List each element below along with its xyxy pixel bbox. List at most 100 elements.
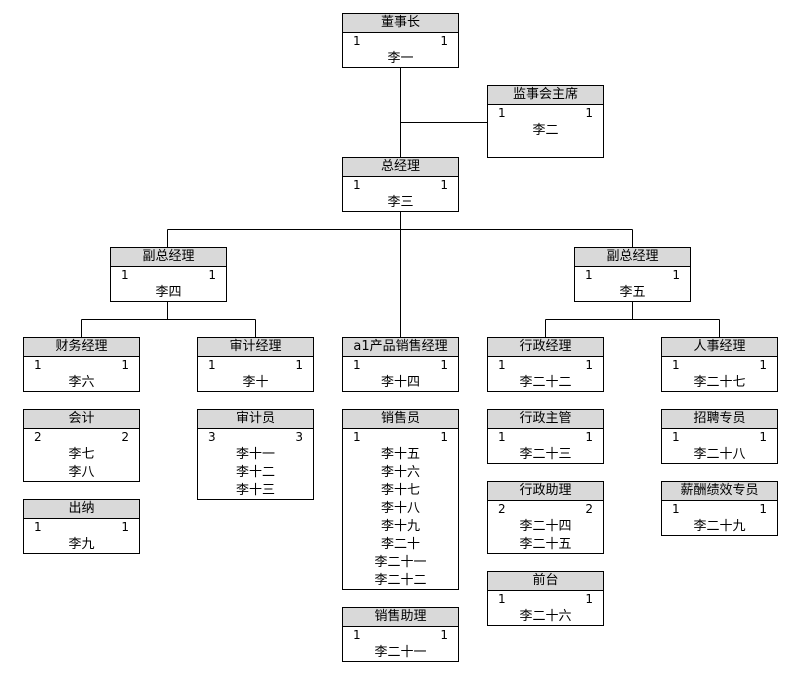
node-compensation-specialist[interactable]: 薪酬绩效专员 1 1 李二十九	[661, 481, 778, 536]
node-count-left: 1	[672, 502, 680, 516]
node-person: 李十二	[235, 465, 275, 480]
node-reception[interactable]: 前台 1 1 李二十六	[487, 571, 604, 626]
node-count-left: 1	[353, 34, 361, 48]
node-count-left: 2	[34, 430, 42, 444]
node-person: 李十八	[380, 501, 420, 516]
node-count-left: 1	[353, 178, 361, 192]
node-count-left: 1	[498, 430, 506, 444]
node-person: 李九	[68, 537, 95, 552]
node-count-left: 1	[208, 358, 216, 372]
node-count-right: 1	[585, 430, 593, 444]
node-person: 李二十二	[519, 375, 572, 390]
node-count-right: 1	[208, 268, 216, 282]
node-count-left: 1	[498, 592, 506, 606]
node-count-right: 1	[121, 358, 129, 372]
node-person: 李三	[387, 195, 414, 210]
node-count-left: 1	[353, 628, 361, 642]
node-admin-supervisor[interactable]: 行政主管 1 1 李二十三	[487, 409, 604, 464]
node-count-right: 1	[672, 268, 680, 282]
node-title: 行政助理	[488, 482, 603, 501]
node-title: 出纳	[24, 500, 139, 519]
node-person: 李二	[532, 123, 559, 138]
node-title: 销售员	[343, 410, 458, 429]
node-person: 李十七	[380, 483, 420, 498]
node-title: 副总经理	[111, 248, 226, 267]
node-count-left: 1	[672, 358, 680, 372]
node-title: 财务经理	[24, 338, 139, 357]
node-person: 李二十一	[374, 645, 427, 660]
node-count-right: 3	[295, 430, 303, 444]
node-person: 李十六	[380, 465, 420, 480]
node-gm[interactable]: 总经理 1 1 李三	[342, 157, 459, 212]
node-person: 李二十	[380, 537, 420, 552]
node-count-right: 2	[585, 502, 593, 516]
node-person: 李八	[68, 465, 95, 480]
node-person: 李一	[387, 51, 414, 66]
node-title: 审计员	[198, 410, 313, 429]
node-person: 李五	[619, 285, 646, 300]
node-count-left: 3	[208, 430, 216, 444]
node-person: 李七	[68, 447, 95, 462]
node-count-right: 1	[759, 502, 767, 516]
node-count-left: 1	[672, 430, 680, 444]
node-person: 李十四	[380, 375, 420, 390]
node-count-left: 1	[353, 430, 361, 444]
node-title: 行政经理	[488, 338, 603, 357]
node-dgm1[interactable]: 副总经理 1 1 李四	[110, 247, 227, 302]
node-title: 薪酬绩效专员	[662, 482, 777, 501]
node-count-left: 1	[34, 358, 42, 372]
node-chairman[interactable]: 董事长 1 1 李一	[342, 13, 459, 68]
node-count-left: 1	[34, 520, 42, 534]
node-title: 人事经理	[662, 338, 777, 357]
node-person: 李二十一	[374, 555, 427, 570]
node-title: 副总经理	[575, 248, 690, 267]
node-count-right: 1	[440, 430, 448, 444]
node-title: 前台	[488, 572, 603, 591]
node-person: 李十一	[235, 447, 275, 462]
node-count-left: 1	[498, 106, 506, 120]
node-title: 总经理	[343, 158, 458, 177]
node-person: 李二十三	[519, 447, 572, 462]
node-count-right: 1	[440, 358, 448, 372]
node-person: 李十	[242, 375, 269, 390]
node-title: 董事长	[343, 14, 458, 33]
node-count-left: 1	[353, 358, 361, 372]
node-count-right: 1	[440, 628, 448, 642]
node-title: 招聘专员	[662, 410, 777, 429]
node-title: 行政主管	[488, 410, 603, 429]
node-person: 李四	[155, 285, 182, 300]
node-person: 李十三	[235, 483, 275, 498]
node-count-left: 1	[498, 358, 506, 372]
node-auditor[interactable]: 审计员 3 3 李十一 李十二 李十三	[197, 409, 314, 500]
node-count-right: 1	[440, 34, 448, 48]
node-admin-manager[interactable]: 行政经理 1 1 李二十二	[487, 337, 604, 392]
node-count-left: 1	[121, 268, 129, 282]
node-title: 会计	[24, 410, 139, 429]
node-person: 李二十四	[519, 519, 572, 534]
node-person: 李二十八	[693, 447, 746, 462]
node-person: 李二十二	[374, 573, 427, 588]
node-count-right: 1	[585, 592, 593, 606]
node-count-right: 1	[585, 358, 593, 372]
node-person: 李二十六	[519, 609, 572, 624]
node-person: 李二十七	[693, 375, 746, 390]
node-accountant[interactable]: 会计 2 2 李七 李八	[23, 409, 140, 482]
node-count-right: 2	[121, 430, 129, 444]
node-person: 李十九	[380, 519, 420, 534]
node-count-right: 1	[440, 178, 448, 192]
node-person: 李二十九	[693, 519, 746, 534]
node-title: 监事会主席	[488, 86, 603, 105]
node-person: 李二十五	[519, 537, 572, 552]
